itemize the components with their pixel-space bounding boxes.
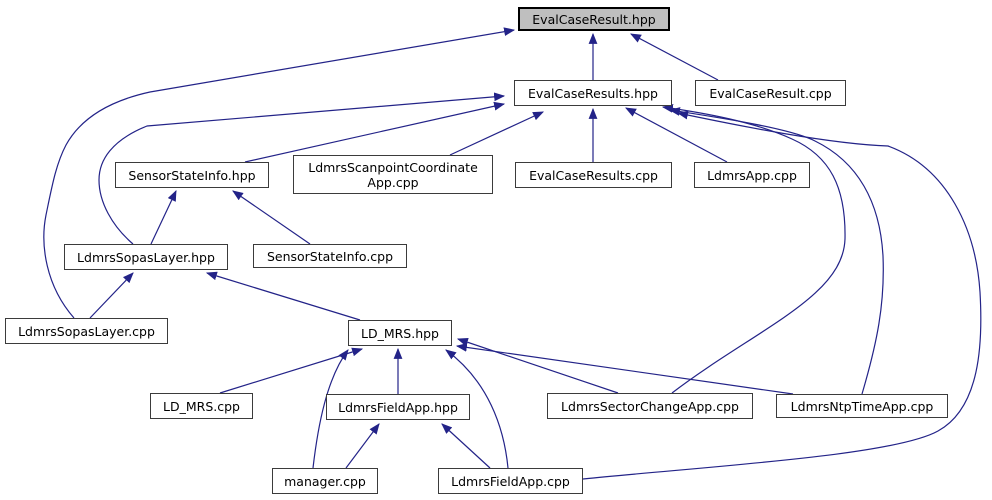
node-ldmrsntptimeapp-cpp[interactable]: LdmrsNtpTimeApp.cpp	[776, 394, 948, 418]
edge-ldmrsntptimeapp-cpp--ld-mrs-hpp	[455, 343, 794, 395]
node-ldmrssectorchangeapp-cpp[interactable]: LdmrsSectorChangeApp.cpp	[547, 393, 753, 419]
edge-ldmrsntptimeapp-cpp--evalcaseresults-hpp	[668, 107, 884, 395]
edge-evalcaseresult-cpp--evalcaseresult-hpp	[630, 33, 719, 81]
edge-ldmrssopaslayer-hpp--evalcaseresults-hpp	[98, 92, 506, 245]
node-ldmrsfieldapp-hpp[interactable]: LdmrsFieldApp.hpp	[326, 394, 470, 420]
edge-ldmrsfieldapp-cpp--evalcaseresults-hpp	[582, 110, 982, 480]
node-ld-mrs-cpp[interactable]: LD_MRS.cpp	[150, 393, 253, 419]
node-ldmrssopaslayer-hpp[interactable]: LdmrsSopasLayer.hpp	[64, 244, 228, 270]
edge-ldmrssopaslayer-cpp--ldmrssopaslayer-hpp	[89, 272, 134, 319]
edge-sensorstateinfo-cpp--sensorstateinfo-hpp	[232, 190, 311, 245]
edge-manager-cpp--ldmrsfieldapp-hpp	[345, 423, 380, 469]
node-evalcaseresults-cpp[interactable]: EvalCaseResults.cpp	[515, 162, 672, 188]
edge-ldmrssectorchangeapp-cpp--ld-mrs-hpp	[456, 337, 619, 394]
node-ld-mrs-hpp[interactable]: LD_MRS.hpp	[348, 320, 452, 346]
node-sensorstateinfo-hpp[interactable]: SensorStateInfo.hpp	[115, 162, 269, 188]
edge-manager-cpp--ld-mrs-hpp	[312, 349, 349, 469]
node-ldmrsscanpointcoordinateapp-cpp[interactable]: LdmrsScanpointCoordinate App.cpp	[293, 155, 493, 194]
node-evalcaseresults-hpp[interactable]: EvalCaseResults.hpp	[514, 80, 672, 106]
node-evalcaseresult-hpp[interactable]: EvalCaseResult.hpp	[518, 7, 670, 31]
node-ldmrsfieldapp-cpp[interactable]: LdmrsFieldApp.cpp	[438, 468, 583, 494]
edge-ldmrsscanpointcoordinateapp-cpp--evalcaseresults-hpp	[449, 111, 544, 156]
edge-ldmrsapp-cpp--evalcaseresults-hpp	[625, 107, 728, 163]
edge-ldmrssopaslayer-cpp--evalcaseresult-hpp	[43, 27, 516, 319]
edge-ld-mrs-hpp--ldmrssopaslayer-hpp	[205, 271, 361, 321]
edge-ldmrssopaslayer-hpp--sensorstateinfo-hpp	[150, 190, 177, 245]
edge-ld-mrs-cpp--ld-mrs-hpp	[219, 347, 364, 394]
node-sensorstateinfo-cpp[interactable]: SensorStateInfo.cpp	[253, 244, 407, 268]
node-evalcaseresult-cpp[interactable]: EvalCaseResult.cpp	[695, 80, 846, 106]
node-ldmrsapp-cpp[interactable]: LdmrsApp.cpp	[694, 162, 810, 188]
node-ldmrssopaslayer-cpp[interactable]: LdmrsSopasLayer.cpp	[5, 318, 168, 344]
edge-ldmrsfieldapp-cpp--ldmrsfieldapp-hpp	[441, 423, 491, 469]
edge-ldmrsfieldapp-cpp--ld-mrs-hpp	[445, 349, 509, 469]
node-manager-cpp[interactable]: manager.cpp	[272, 468, 378, 494]
edge-ldmrssectorchangeapp-cpp--evalcaseresults-hpp	[661, 104, 846, 394]
edge-sensorstateinfo-hpp--evalcaseresults-hpp	[244, 101, 506, 163]
